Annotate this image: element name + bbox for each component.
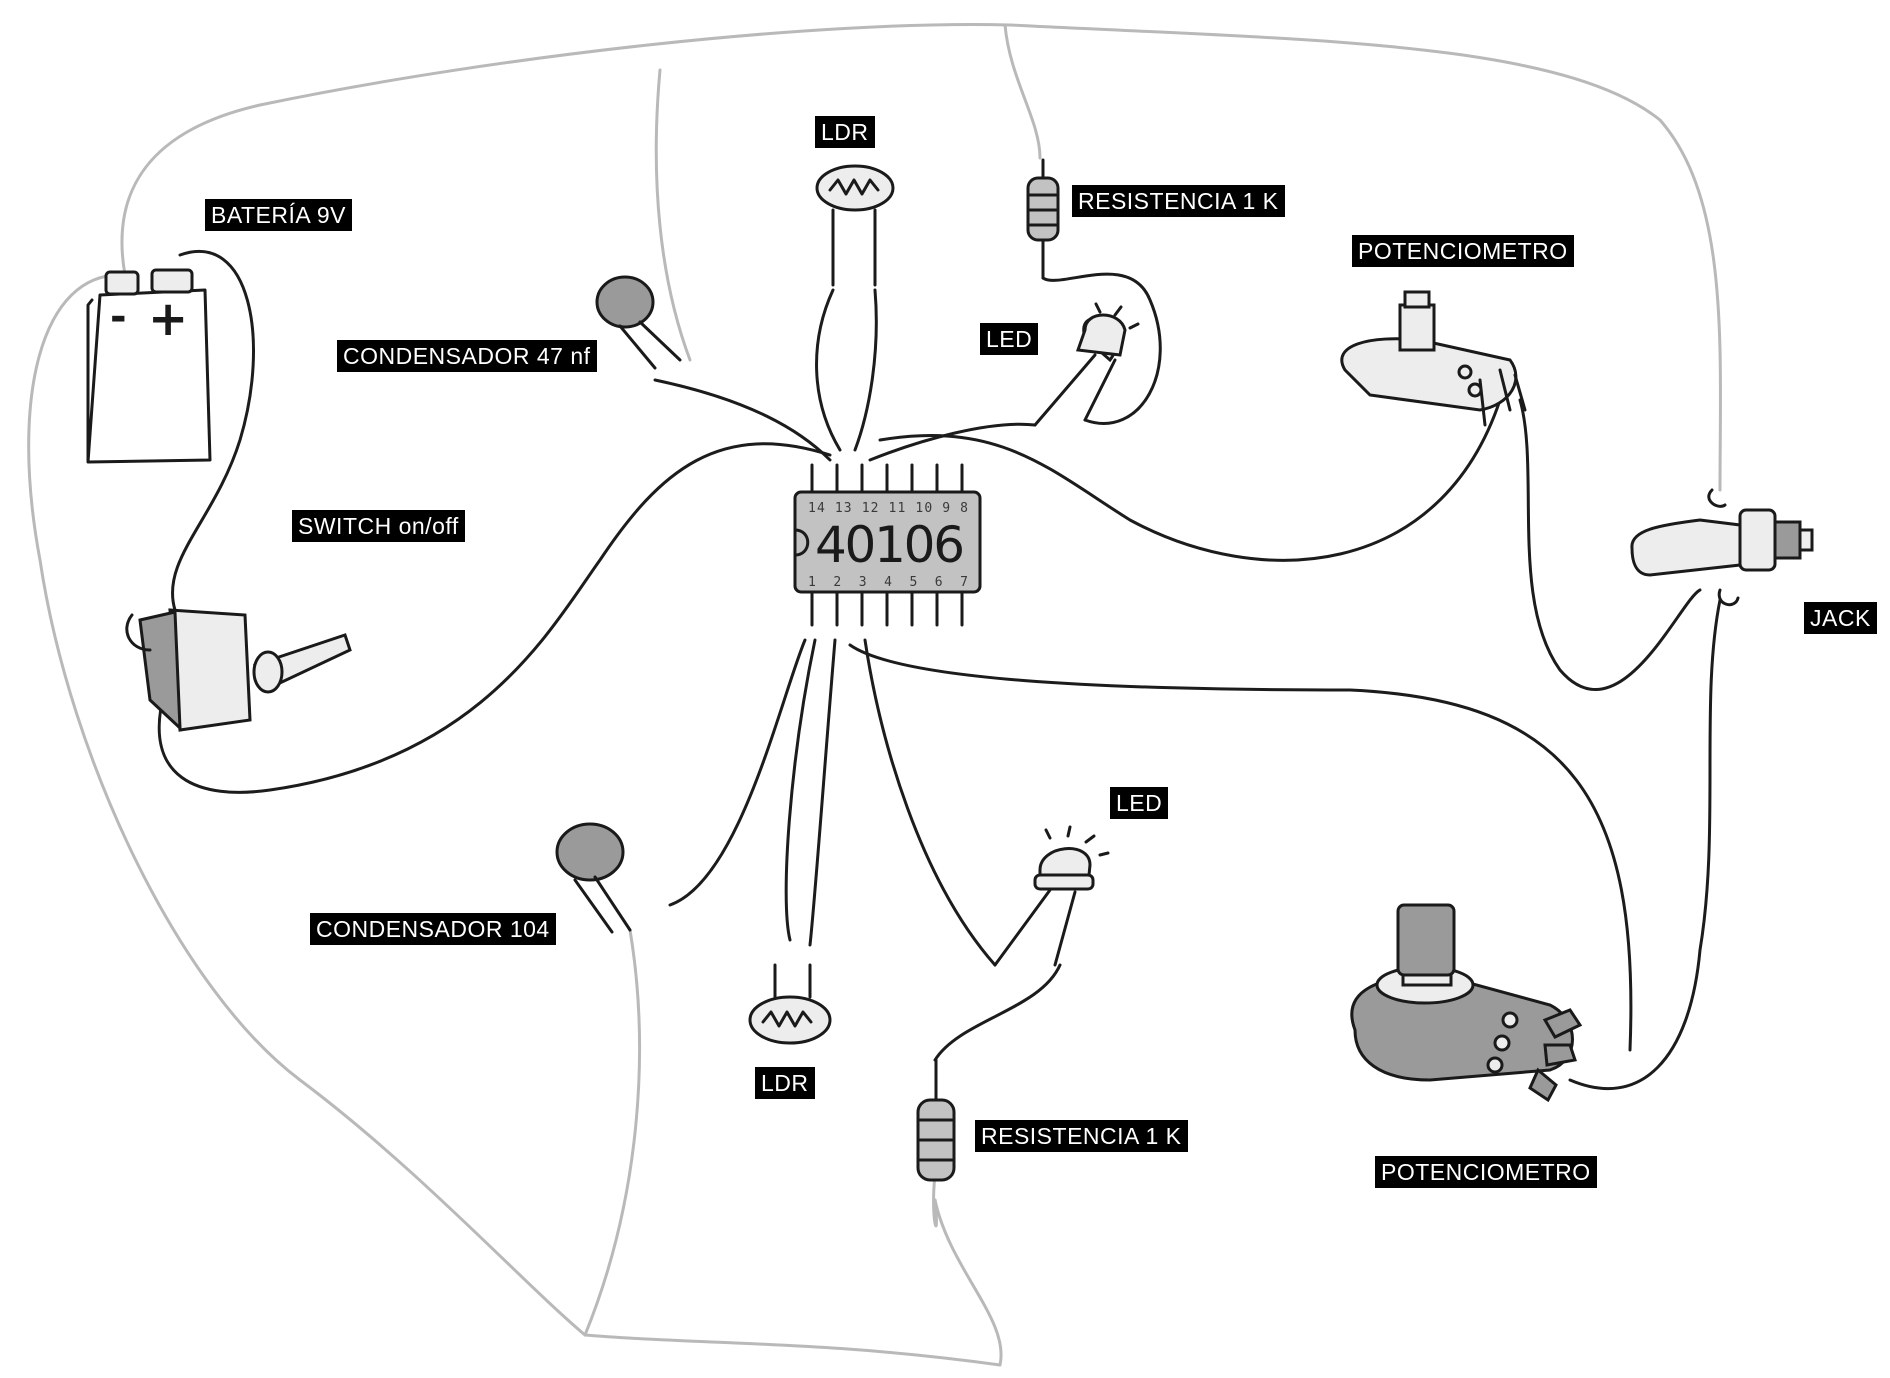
- resistor-bottom: [916, 1058, 956, 1182]
- wire-chip-to-ldr-bottom-right: [808, 638, 837, 947]
- ldr-top: [815, 164, 895, 287]
- label-battery-9v: BATERÍA 9V: [205, 199, 352, 231]
- resistor-top: [1026, 158, 1060, 280]
- label-switch: SWITCH on/off: [292, 510, 465, 542]
- wire-cap47-to-chip: [653, 378, 832, 462]
- wire-cap47-up: [654, 68, 692, 362]
- potentiometer-bottom: [1350, 903, 1583, 1103]
- label-ldr-bottom: LDR: [755, 1067, 815, 1099]
- battery-terminal-minus: [104, 270, 140, 296]
- wire-outer-loop: [120, 23, 1722, 492]
- label-resistor-bottom: RESISTENCIA 1 K: [975, 1120, 1188, 1152]
- audio-jack: [1630, 488, 1814, 607]
- led-bottom: [993, 825, 1110, 967]
- led-top: [1033, 302, 1140, 427]
- wire-resistor-led-top: [1041, 272, 1162, 425]
- wire-bottom-loop: [583, 1198, 1003, 1367]
- label-capacitor-47nf: CONDENSADOR 47 nf: [337, 340, 597, 372]
- wire-resistor-top-up: [1003, 23, 1042, 160]
- wire-battery-plus-to-switch: [170, 249, 255, 612]
- potentiometer-top: [1340, 290, 1527, 427]
- wire-resistor-bottom-down: [932, 1173, 938, 1228]
- capacitor-104: [555, 822, 632, 934]
- chip-40106: 14 13 12 11 10 9 8 40106 1 2 3 4 5 6 7: [793, 463, 982, 627]
- label-resistor-top: RESISTENCIA 1 K: [1072, 185, 1285, 217]
- wire-jack-to-pot-bottom: [1568, 598, 1722, 1091]
- chip-pins-top: [810, 463, 964, 494]
- wire-chip-to-pot-bottom: [848, 643, 1633, 1052]
- wire-switch-to-chip: [157, 442, 832, 794]
- battery-plus-sign: +: [148, 291, 188, 347]
- dark-wires: [157, 249, 1722, 1091]
- chip-pins-bottom: [810, 590, 964, 627]
- gray-wires: [27, 23, 1722, 1367]
- capacitor-47nf: [595, 275, 682, 370]
- wire-chip-to-led-bottom: [863, 638, 997, 967]
- battery-terminal-plus: [150, 268, 194, 294]
- wire-battery-minus-to-bottom: [27, 273, 587, 1337]
- label-jack: JACK: [1804, 602, 1877, 634]
- wire-ldr-top-right: [853, 288, 878, 452]
- wire-chip-to-cap104: [668, 638, 807, 907]
- chip-part-number: 40106: [815, 516, 965, 574]
- toggle-switch: [125, 608, 352, 732]
- wire-cap104-down: [583, 928, 641, 1337]
- battery-9v: - +: [86, 268, 212, 464]
- wire-chip-to-pot-top: [878, 398, 1502, 562]
- label-led-top: LED: [980, 323, 1039, 355]
- chip-pin-numbers-bottom: 1 2 3 4 5 6 7: [808, 575, 968, 590]
- label-potentiometer-top: POTENCIOMETRO: [1352, 235, 1574, 267]
- ldr-bottom: [748, 963, 832, 1045]
- label-led-bottom: LED: [1110, 787, 1169, 819]
- chip-pin-numbers-top: 14 13 12 11 10 9 8: [808, 501, 968, 516]
- battery-minus-sign: -: [110, 294, 127, 340]
- wire-pot-top-to-jack: [1518, 398, 1702, 691]
- wire-led-top-to-chip: [868, 422, 1037, 462]
- label-capacitor-104: CONDENSADOR 104: [310, 913, 556, 945]
- wire-chip-to-ldr-bottom-left: [784, 638, 817, 942]
- label-potentiometer-bottom: POTENCIOMETRO: [1375, 1156, 1597, 1188]
- wire-ldr-top-left: [815, 288, 842, 452]
- wire-led-bottom-to-resistor: [933, 963, 1062, 1062]
- label-ldr-top: LDR: [815, 116, 875, 148]
